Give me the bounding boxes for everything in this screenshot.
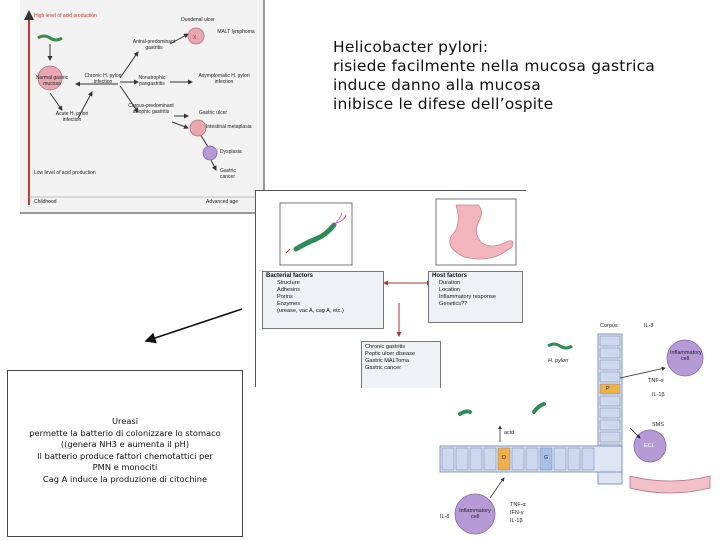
outcome-item: Gastric cancer [365, 365, 402, 371]
gastric-ulcer-label: Gastric ulcer [198, 110, 228, 116]
inflammatory-cell-label: Inflammatory cell [670, 350, 702, 362]
hpylori-label: H. pylori [548, 358, 569, 364]
outcome-item: Peptic ulcer disease [365, 351, 416, 357]
gastric-cancer-label: Gastric cancer [220, 168, 236, 180]
il1-bottom-label: IL-1β [510, 518, 523, 524]
inflammatory-cell-bottom [454, 493, 496, 535]
high-acid-label: High level of acid production [34, 13, 97, 19]
inflammatory-cell-bottom-label: Inflammatory cell [459, 508, 491, 520]
bacterial-factor-item: Adhesins [277, 287, 301, 293]
normal-mucosa-label: Normal gastric mucosa [35, 75, 69, 87]
bacterial-factor-item: Porins [277, 294, 293, 300]
ecl-cell [633, 429, 667, 463]
asymptomatic-infection-label: Asymptomatic H. pylori infection [198, 73, 250, 85]
host-factors-title: Host factors [432, 273, 468, 279]
pointer-arrow [144, 308, 243, 344]
bacterial-factors-box: Bacterial factors Structure Adhesins Por… [262, 271, 384, 329]
mucosa-figure: Corpus H. pylori IL-8 Inflammatory cell … [430, 318, 720, 540]
chronic-infection-label: Chronic H. pylori infection [84, 73, 122, 85]
bacterium-icon [37, 34, 63, 42]
factors-diagram [279, 198, 517, 337]
corpus-atrophic-gastritis-label: Corpus-predominant atrophic gastritis [128, 103, 174, 115]
advanced-age-label: Advanced age [206, 199, 238, 205]
host-factor-item: Location [439, 287, 461, 293]
note-line-4: Il batterio produce fattori chemotattici… [37, 450, 213, 461]
tnf-top-label: TNF-α [648, 378, 664, 384]
bacterial-factors-title: Bacterial factors [266, 273, 314, 279]
bacterium-icon [458, 409, 472, 416]
childhood-label: Childhood [34, 199, 57, 205]
outcome-item: Gastric MALToma [365, 358, 410, 364]
p-cell-label: P [606, 386, 610, 392]
dysplasia-label: Dysplasia [220, 149, 242, 155]
acute-infection-label: Acute H. pylori infection [55, 111, 89, 123]
intestinal-metaplasia-node [189, 119, 207, 137]
ecl-label: ECL [644, 443, 655, 449]
ifn-label: IFN-γ [510, 510, 524, 516]
bacterium-panel [279, 202, 353, 266]
sms-label: SMS [652, 422, 664, 428]
bacterium-icon [532, 402, 546, 414]
duodenal-ulcer-node [187, 27, 205, 45]
note-line-5: PMN e monociti [92, 462, 158, 472]
bacterial-factor-item: Enzymes [277, 301, 301, 307]
bacterium-icon [293, 222, 337, 252]
host-factors-box: Host factors Duration Location Inflammat… [428, 271, 523, 323]
header-line-2: risiede facilmente nella mucosa gastrica [333, 57, 656, 75]
header-line-3: induce danno alla mucosa [333, 76, 542, 94]
note-line-6: Cag A induce la produzione di citochine [42, 473, 208, 484]
nonatrophic-pangastritis-label: Nonatrophic pangastritis [138, 75, 166, 87]
outcomes-box: Chronic gastritis Peptic ulcer disease G… [361, 341, 441, 388]
malt-lymphoma-label: MALT lymphoma [217, 29, 255, 35]
bacterium-icon [547, 342, 573, 350]
acid-label: acid [504, 430, 515, 436]
stomach-icon [449, 204, 514, 260]
factors-figure: Bacterial factors Structure Adhesins Por… [255, 190, 526, 388]
g-cell-label: G [544, 455, 549, 461]
note-box: Ureasi permette la batterio di colonizza… [7, 370, 243, 537]
intestinal-metaplasia-label: Intestinal metaplasia [206, 124, 252, 130]
host-factor-item: Genetics?? [439, 301, 468, 307]
outcome-item: Chronic gastritis [365, 344, 406, 350]
tnf-bottom-label: TNF-α [510, 502, 526, 508]
dysplasia-node [202, 145, 218, 161]
host-factor-item: Duration [439, 280, 461, 286]
antrum-cells [441, 447, 595, 471]
d-cell-label: D [502, 455, 506, 461]
svg-text:x: x [193, 34, 197, 41]
corpus-label: Corpus [600, 323, 618, 329]
note-line-2: permette la batterio di colonizzare lo s… [29, 427, 221, 438]
note-line-1: Ureasi [111, 416, 139, 426]
bacterial-factor-item: Structure [277, 280, 300, 286]
il8-top-label: IL-8 [644, 323, 654, 329]
header-line-4: inibisce le difese dell’ospite [333, 95, 554, 113]
inflammatory-cell-top [666, 339, 704, 377]
il1b-label: IL-1β [652, 392, 665, 398]
bacterial-factor-item: (urease, vac A, cag A, etc.) [277, 308, 344, 314]
header-text: Helicobacter pylori: risiede facilmente … [333, 38, 713, 114]
duodenum-tube [629, 475, 711, 494]
il8-bottom-label: IL-8 [440, 514, 450, 520]
natural-history-diagram: x [24, 10, 255, 205]
header-line-1: Helicobacter pylori: [333, 38, 489, 56]
low-acid-label: Low level of acid production [34, 170, 96, 176]
normal-mucosa-node [37, 65, 63, 91]
mucosa-diagram [439, 333, 711, 535]
natural-history-figure: x High level of acid production Low leve… [20, 0, 265, 214]
note-line-3: ((genera NH3 e aumenta il pH) [60, 439, 190, 449]
antral-gastritis-label: Antral-predominant gastritis [132, 39, 176, 51]
duodenal-ulcer-label: Duodenal ulcer [181, 17, 215, 23]
host-factor-item: Inflammatory response [439, 294, 496, 300]
